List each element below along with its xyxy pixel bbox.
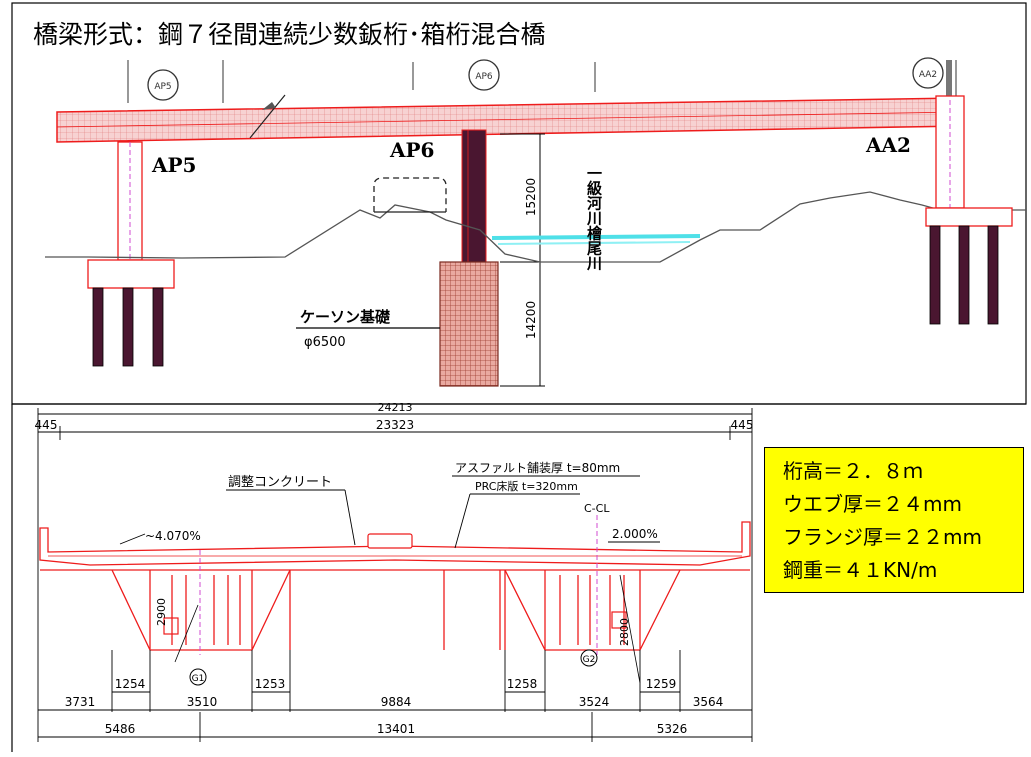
svg-text:G2: G2: [583, 655, 596, 665]
top-dimensions: [37, 408, 753, 560]
dim-center: 23323: [376, 418, 414, 432]
aa2-marker: [946, 60, 952, 96]
asphalt-label: アスファルト舗装厚 t=80mm: [455, 461, 620, 475]
aa2-piles: [929, 225, 999, 325]
height-upper: 15200: [524, 178, 538, 216]
river-label: 一級河川檜尾川: [585, 166, 603, 271]
svg-text:AA2: AA2: [919, 70, 937, 80]
foundation-size: φ6500: [304, 335, 346, 350]
left-box-girder: [111, 569, 291, 651]
aa2-label: AA2: [865, 133, 911, 157]
dim-5326: 5326: [657, 722, 688, 736]
section-panel: 24213 445 23323 445 2900: [11, 401, 1026, 752]
dim-3564: 3564: [693, 695, 724, 709]
dim-overall: 24213: [378, 401, 413, 414]
leveling-concrete-block: [367, 533, 413, 549]
g2-leader: [619, 574, 641, 684]
dim-right-edge: 445: [731, 418, 754, 432]
water-surface: [491, 234, 701, 240]
spec-girder-height: 桁高＝２．８ｍ: [783, 459, 923, 483]
spec-steel-weight: 鋼重＝４１KN/m: [783, 558, 938, 582]
dim-left-edge: 445: [35, 418, 58, 432]
web-height-right: 2800: [618, 618, 631, 646]
deck-midline: [56, 111, 961, 128]
right-box-girder: [504, 569, 681, 651]
foundation-label: ケーソン基礎: [300, 308, 391, 326]
dim-3731: 3731: [65, 695, 96, 709]
girder-note-leader: [249, 94, 286, 139]
pier-circle-ap6: AP6: [468, 59, 500, 91]
middle-girder: [289, 570, 506, 650]
leveling-concrete-label: 調整コンクリート: [228, 475, 332, 490]
left-slope-arrow: [119, 533, 146, 545]
pier-circle-aa2: AA2: [912, 57, 944, 89]
g2-marker: G2: [580, 649, 598, 667]
dim-9884: 9884: [381, 695, 412, 709]
pier-circle-ap5: AP5: [147, 69, 179, 101]
elevation-frame: [11, 2, 1027, 405]
dim-3510: 3510: [187, 695, 218, 709]
web-height-left: 2900: [155, 598, 168, 626]
g1-detail-box: [163, 617, 179, 635]
dim-1253: 1253: [255, 677, 286, 691]
c-cl-label: C-CL: [584, 502, 610, 515]
g1-marker: G1: [189, 668, 207, 686]
deck-slab: [39, 521, 751, 566]
leveling-leader: [344, 489, 356, 546]
dim-1259: 1259: [646, 677, 677, 691]
ap6-column: [461, 129, 487, 263]
svg-text:G1: G1: [192, 674, 205, 684]
spec-box: 桁高＝２．８ｍ ウエブ厚＝２４mm フランジ厚＝２２mm 鋼重＝４１KN/m: [764, 447, 1024, 593]
right-slope-label: 2.000%: [612, 527, 658, 541]
ap6-caisson: [439, 261, 499, 387]
elevation-panel: 橋梁形式：鋼７径間連続少数鈑桁･箱桁混合橋 AP5 AP6 AA2: [11, 2, 1027, 405]
height-lower: 14200: [524, 301, 538, 339]
spec-web-thickness: ウエブ厚＝２４mm: [783, 492, 962, 516]
reference-ticks: [127, 60, 957, 103]
road-outline: [373, 177, 447, 212]
girder-note-mark: [262, 102, 276, 110]
g1-leader: [174, 604, 199, 663]
bottom-dimension-lines: [37, 560, 753, 742]
g2-detail-box: [611, 611, 627, 629]
aa2-abutment: [925, 95, 1013, 227]
dim-3524: 3524: [579, 695, 610, 709]
prc-leader: [454, 493, 471, 549]
dim-1258: 1258: [507, 677, 538, 691]
drawing-title: 橋梁形式：鋼７径間連続少数鈑桁･箱桁混合橋: [33, 20, 546, 49]
svg-text:AP6: AP6: [475, 72, 493, 82]
prc-slab-label: PRC床版 t=320mm: [475, 479, 578, 493]
dim-1254: 1254: [115, 677, 146, 691]
ground-profile: [45, 191, 1026, 263]
ap5-footing: [87, 259, 175, 289]
ap5-piles: [92, 287, 164, 367]
dim-13401: 13401: [377, 722, 415, 736]
ap5-label: AP5: [151, 153, 196, 177]
svg-text:AP5: AP5: [154, 82, 171, 92]
water-reflection: [497, 241, 691, 245]
dim-5486: 5486: [105, 722, 136, 736]
spec-flange-thickness: フランジ厚＝２２mm: [783, 525, 982, 549]
left-slope-label: ~4.070%: [145, 529, 201, 543]
ap6-label: AP6: [389, 138, 434, 162]
